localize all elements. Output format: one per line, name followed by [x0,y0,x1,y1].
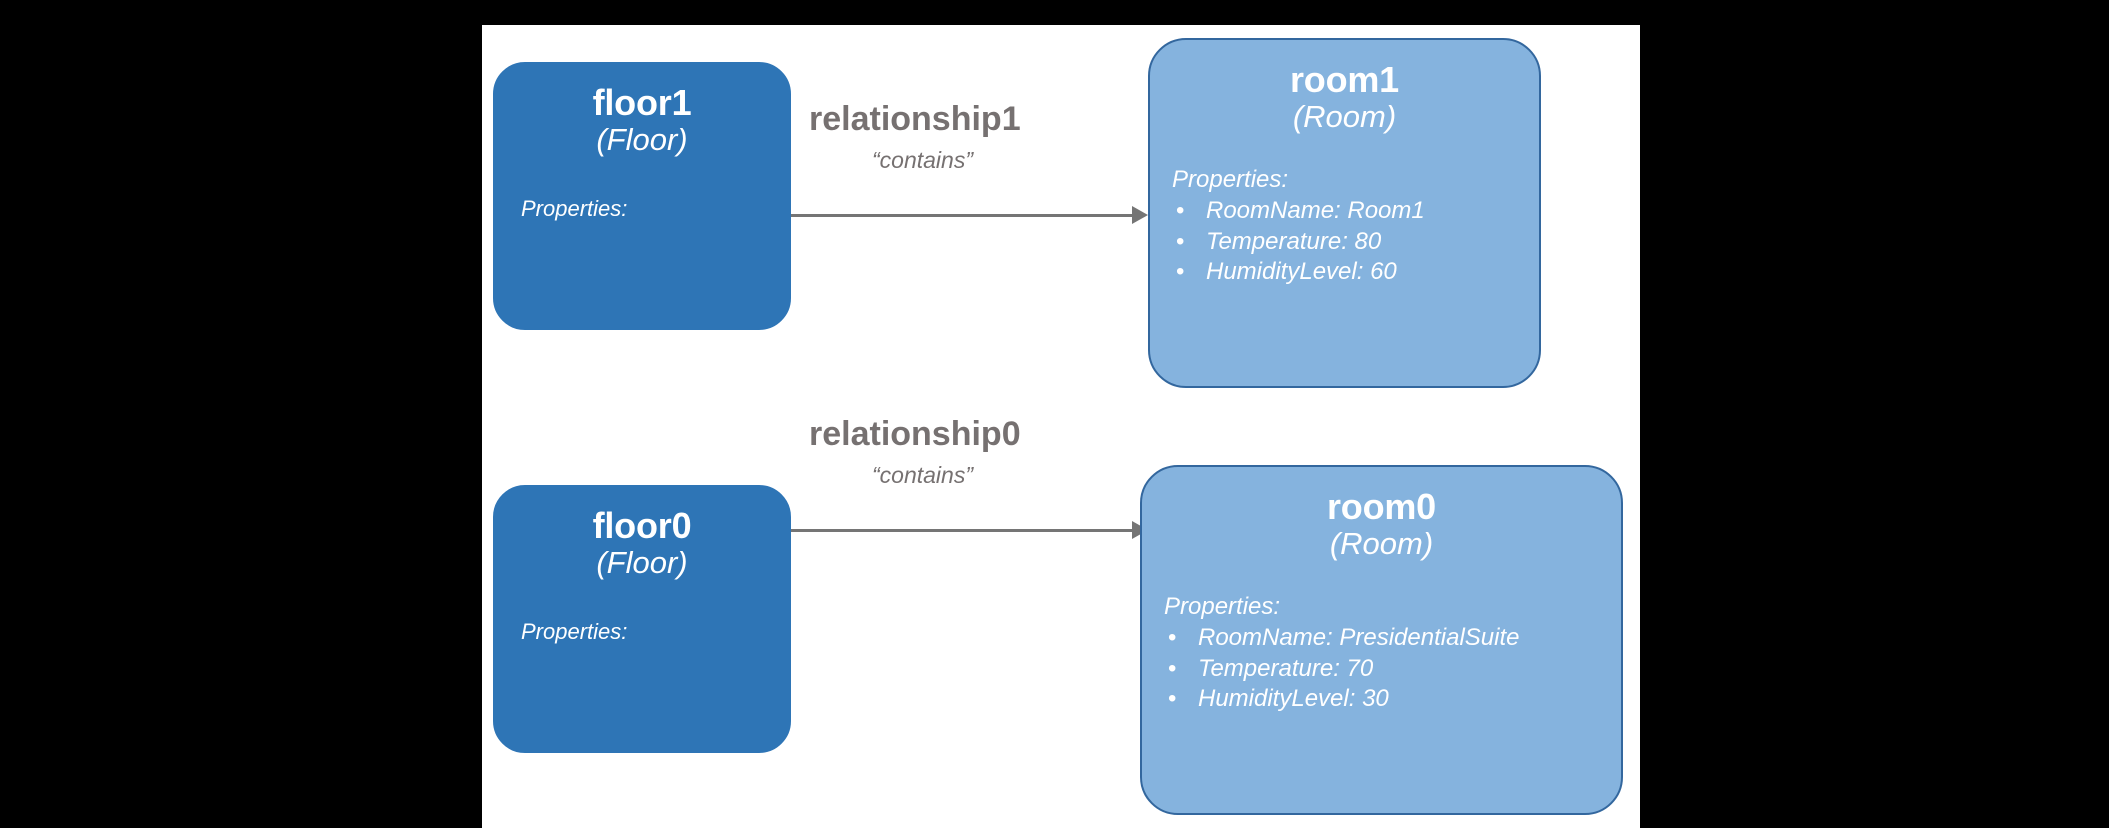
property-text: HumidityLevel: 30 [1198,685,1389,713]
property-item: • HumidityLevel: 60 [1172,257,1539,288]
node-room0[interactable]: room0 (Room) Properties: • RoomName: Pre… [1140,465,1623,815]
node-floor0[interactable]: floor0 (Floor) Properties: [493,485,791,753]
edge-relationship1-name: relationship1 [809,100,1021,138]
edge-relationship1-line [791,214,1134,217]
node-floor1-title: floor1 [592,82,692,123]
property-item: • RoomName: PresidentialSuite [1164,623,1621,654]
bullet-icon: • [1168,654,1177,682]
node-room0-model: (Room) [1329,525,1434,561]
node-floor1-model: (Floor) [596,121,688,157]
edge-relationship1-arrowhead [1132,206,1148,224]
bullet-icon: • [1176,258,1185,286]
node-room0-properties: Properties: • RoomName: PresidentialSuit… [1164,592,1621,715]
edge-relationship1[interactable]: relationship1 “contains” [791,100,1148,265]
edge-relationship1-kind: “contains” [872,147,973,173]
node-floor0-title: floor0 [592,505,692,546]
node-room1[interactable]: room1 (Room) Properties: • RoomName: Roo… [1148,38,1541,388]
node-room1-title: room1 [1289,59,1400,100]
property-text: Temperature: 80 [1206,227,1382,255]
property-text: HumidityLevel: 60 [1206,258,1397,286]
bullet-icon: • [1176,227,1185,255]
slide-canvas: floor1 (Floor) Properties: relationship1… [482,25,1640,828]
bullet-icon: • [1168,685,1177,713]
node-floor1[interactable]: floor1 (Floor) Properties: [493,62,791,330]
node-floor1-properties-label: Properties: [521,196,628,222]
edge-relationship0-line [791,529,1134,532]
node-room1-property-list: • RoomName: Room1 • Temperature: 80 • Hu… [1172,196,1539,288]
edge-relationship0-kind: “contains” [872,462,973,488]
property-item: • Temperature: 80 [1172,227,1539,258]
node-room0-properties-label: Properties: [1164,593,1281,621]
bullet-icon: • [1168,623,1177,651]
node-room1-properties: Properties: • RoomName: Room1 • Temperat… [1172,165,1539,288]
edge-relationship0[interactable]: relationship0 “contains” [791,415,1148,580]
edge-relationship0-name: relationship0 [809,415,1021,453]
property-text: RoomName: Room1 [1206,196,1425,224]
node-floor0-model: (Floor) [596,544,688,580]
bullet-icon: • [1176,196,1185,224]
node-room1-model: (Room) [1292,98,1397,134]
property-text: RoomName: PresidentialSuite [1198,623,1520,651]
node-room0-title: room0 [1326,486,1437,527]
property-item: • Temperature: 70 [1164,654,1621,685]
node-room1-properties-label: Properties: [1172,166,1289,194]
property-text: Temperature: 70 [1198,654,1374,682]
node-room0-property-list: • RoomName: PresidentialSuite • Temperat… [1164,623,1621,715]
node-floor0-properties-label: Properties: [521,619,628,645]
property-item: • HumidityLevel: 30 [1164,684,1621,715]
property-item: • RoomName: Room1 [1172,196,1539,227]
